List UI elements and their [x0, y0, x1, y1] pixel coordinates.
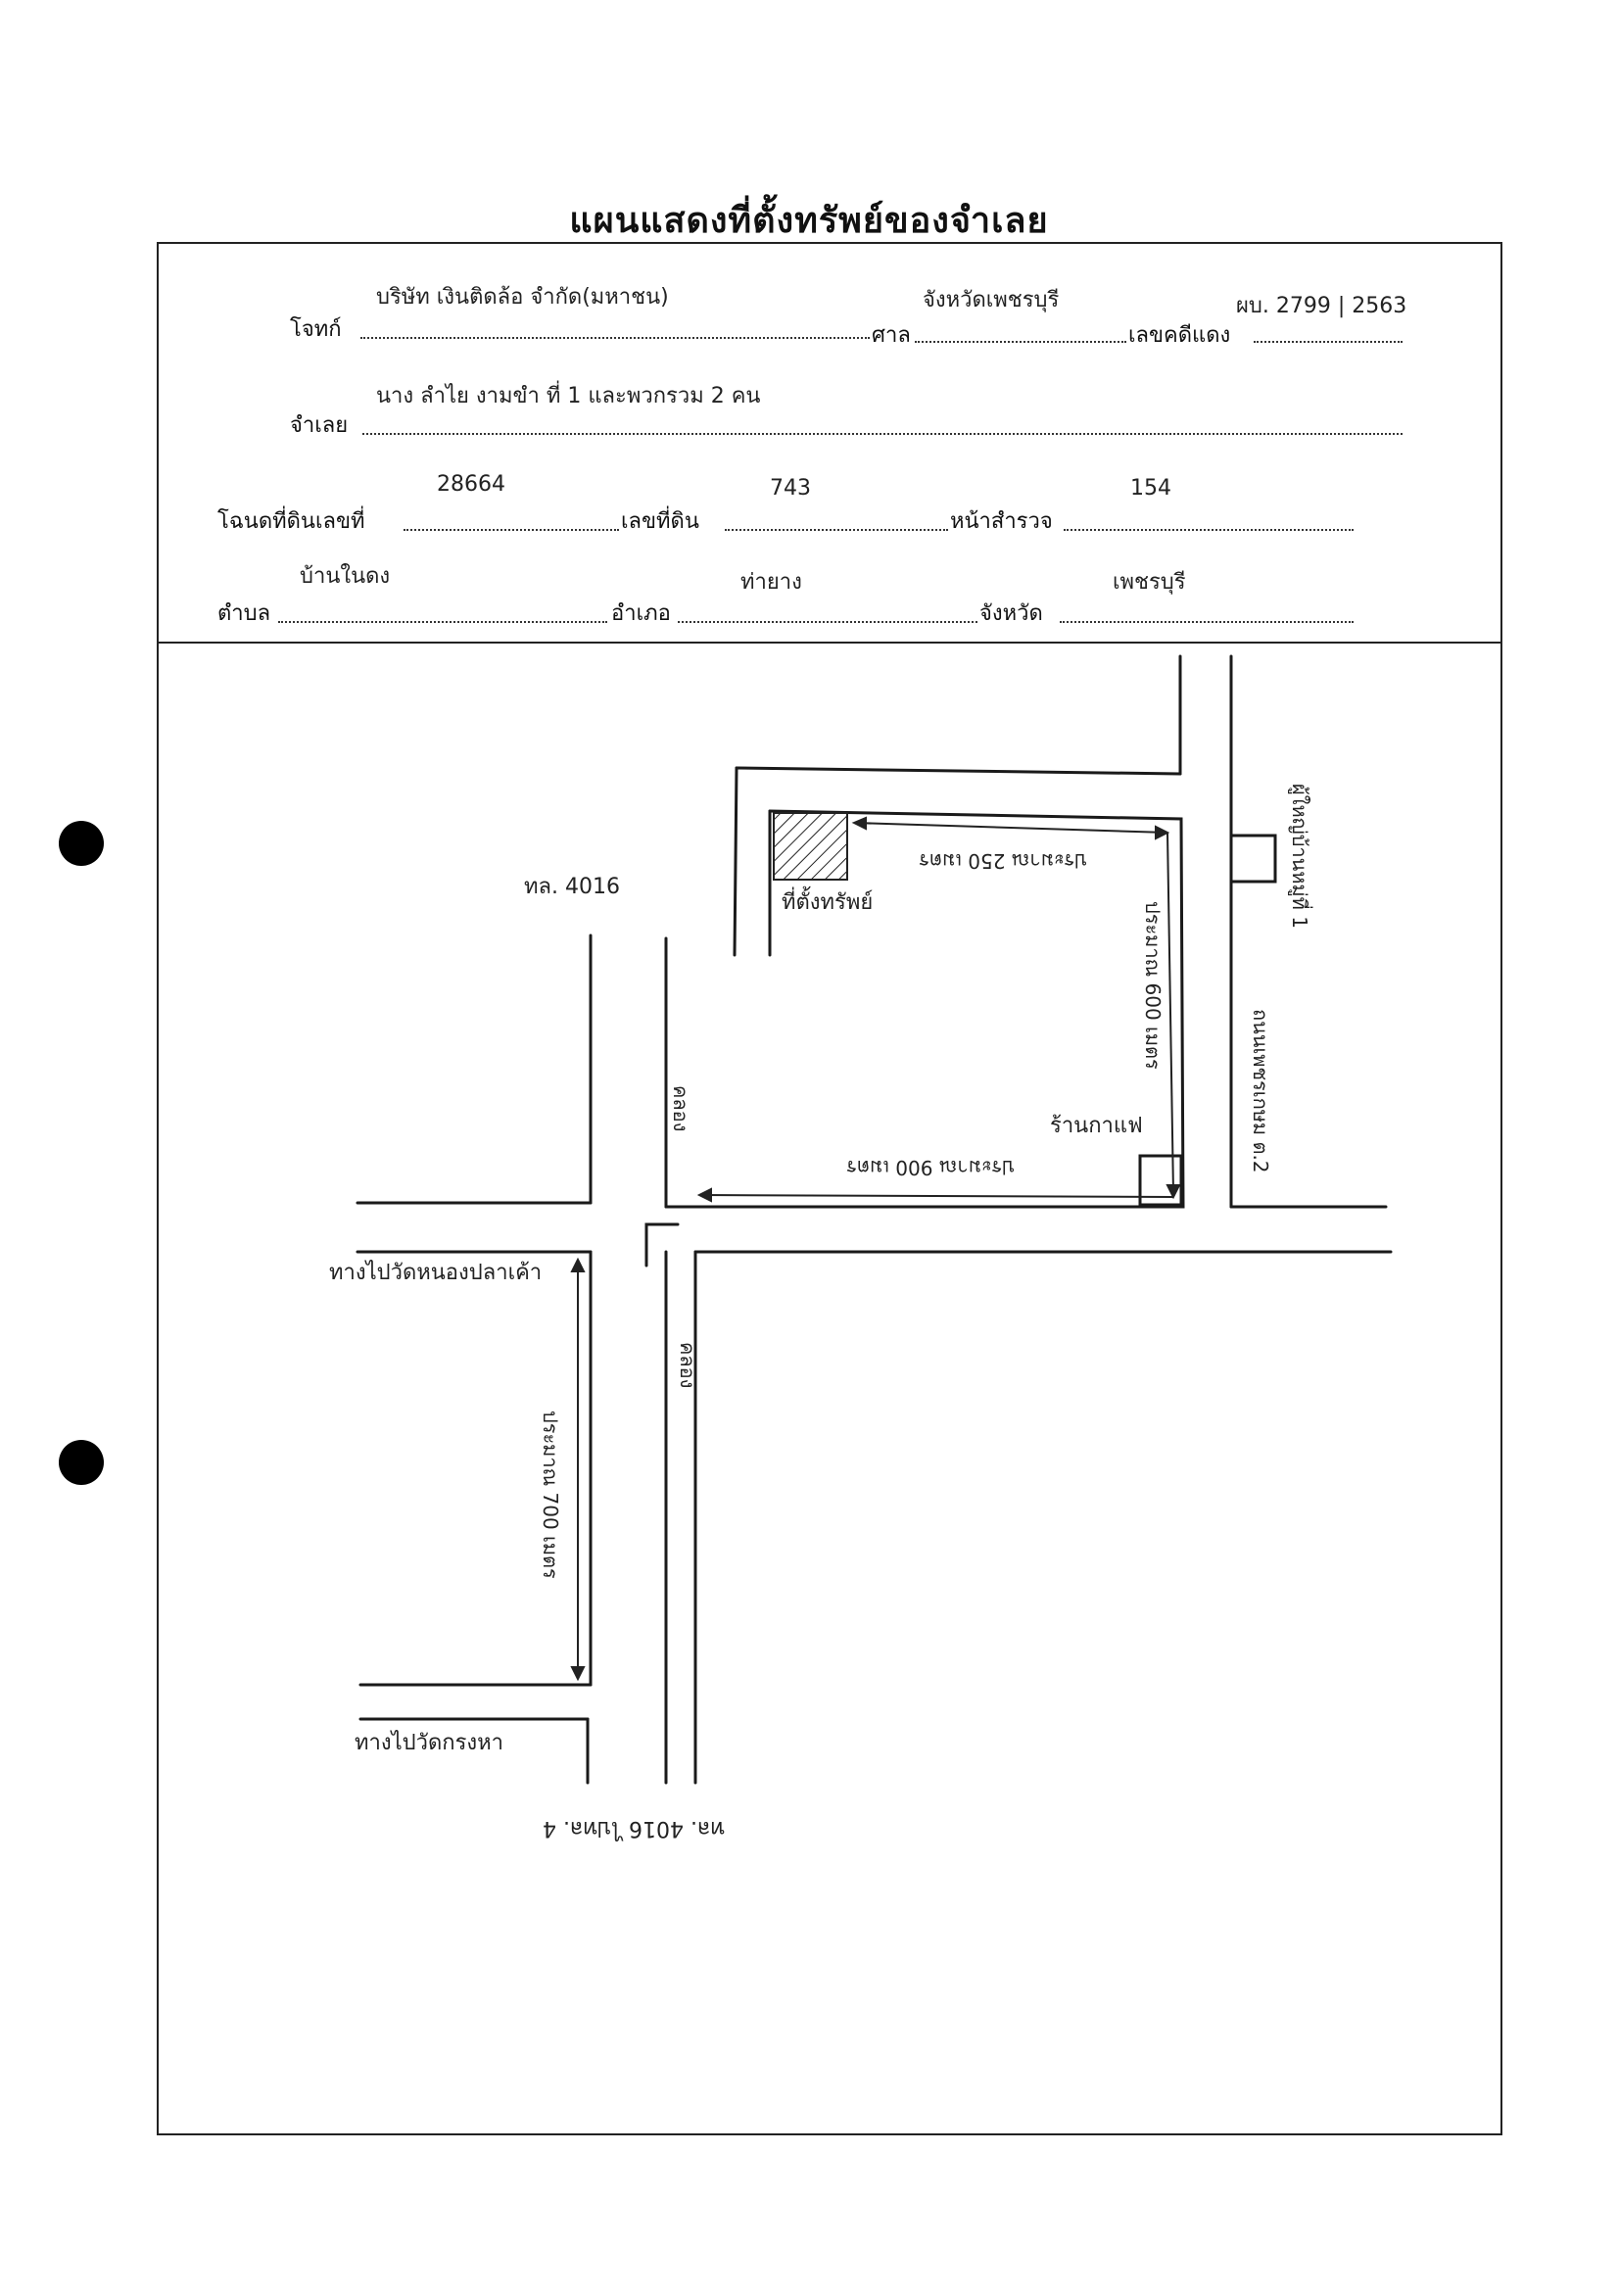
defendant-dots: [362, 433, 1403, 435]
survey-label: หน้าสำรวจ: [950, 509, 1053, 534]
case-value: ผบ. 2799 | 2563: [1236, 294, 1407, 318]
document-frame: [157, 242, 1502, 2135]
subdistrict-value: บ้านในดง: [300, 564, 391, 589]
dim-arrow-bottom: [700, 1194, 1174, 1198]
defendant-label: จำเลย: [290, 413, 349, 438]
parcel-outline: [703, 809, 1185, 1209]
district-dots: [678, 621, 977, 623]
road-right-label: ถนนเพชรเกษม ต.2: [1249, 1009, 1272, 1173]
property-label: ที่ตั้งทรัพย์: [782, 886, 873, 915]
dist-bottom-label: ประมาณ 900 เมตร: [846, 1156, 1015, 1179]
way-temple-2-label: ทางไปวัดกรงหา: [355, 1730, 503, 1755]
boundary-line: [733, 766, 738, 957]
land-no-dots: [725, 529, 948, 531]
survey-dots: [1064, 529, 1354, 531]
road-top-left-label: ทล. 4016: [524, 875, 620, 899]
way-temple-1-label: ทางไปวัดหนองปลาเค้า: [329, 1260, 542, 1285]
dist-right-label: ประมาณ 600 เมตร: [1141, 901, 1165, 1070]
dist-left-label: ประมาณ 700 เมตร: [539, 1411, 562, 1579]
canal-label-2: คลอง: [676, 1342, 699, 1388]
case-dots: [1254, 341, 1403, 343]
road-bottom-label: ทล. 4016 ไปทล. 4: [543, 1816, 725, 1842]
court-value: จังหวัดเพชรบุรี: [923, 288, 1060, 312]
case-label: เลขคดีแดง: [1128, 323, 1231, 348]
court-dots: [915, 341, 1126, 343]
canal-label-1: คลอง: [669, 1085, 692, 1131]
plaintiff-label: โจทก์: [290, 317, 342, 342]
land-no-label: เลขที่ดิน: [621, 509, 699, 534]
boundary-line: [735, 766, 1182, 776]
defendant-value: นาง ลำไย งามขำ ที่ 1 และพวกรวม 2 คน: [376, 384, 761, 408]
province-value: เพชรบุรี: [1113, 570, 1186, 595]
deed-value: 28664: [437, 472, 505, 497]
plaintiff-value: บริษัท เงินติดล้อ จำกัด(มหาชน): [376, 285, 669, 310]
court-label: ศาล: [872, 323, 911, 348]
junction-arrow: [644, 1222, 680, 1268]
district-value: ท่ายาง: [740, 570, 802, 595]
shop-box: [1138, 1154, 1183, 1207]
header-separator: [157, 642, 1502, 644]
village-box: [1229, 834, 1277, 884]
deed-dots: [404, 529, 619, 531]
dim-arrow-top: [853, 822, 1168, 834]
district-label: อำเภอ: [611, 601, 671, 626]
deed-label: โฉนดที่ดินเลขที่: [217, 509, 365, 534]
province-label: จังหวัด: [979, 601, 1043, 626]
page-title: แผนแสดงที่ตั้งทรัพย์ของจำเลย: [569, 200, 1049, 241]
property-hatch: [773, 812, 848, 881]
dim-arrow-right: [1166, 832, 1174, 1194]
province-dots: [1060, 621, 1354, 623]
village-label: ผู้ใหญ่บ้านหมู่ที่ 1: [1287, 784, 1313, 929]
subdistrict-dots: [278, 621, 607, 623]
binder-hole-bottom: [59, 1440, 104, 1485]
binder-hole-top: [59, 821, 104, 866]
land-no-value: 743: [770, 476, 811, 501]
dist-top-label: ประมาณ 250 เมตร: [919, 849, 1087, 873]
plaintiff-dots: [360, 337, 870, 339]
subdistrict-label: ตำบล: [217, 601, 271, 626]
survey-value: 154: [1130, 476, 1171, 501]
shop-label: ร้านกาแฟ: [1050, 1114, 1143, 1138]
